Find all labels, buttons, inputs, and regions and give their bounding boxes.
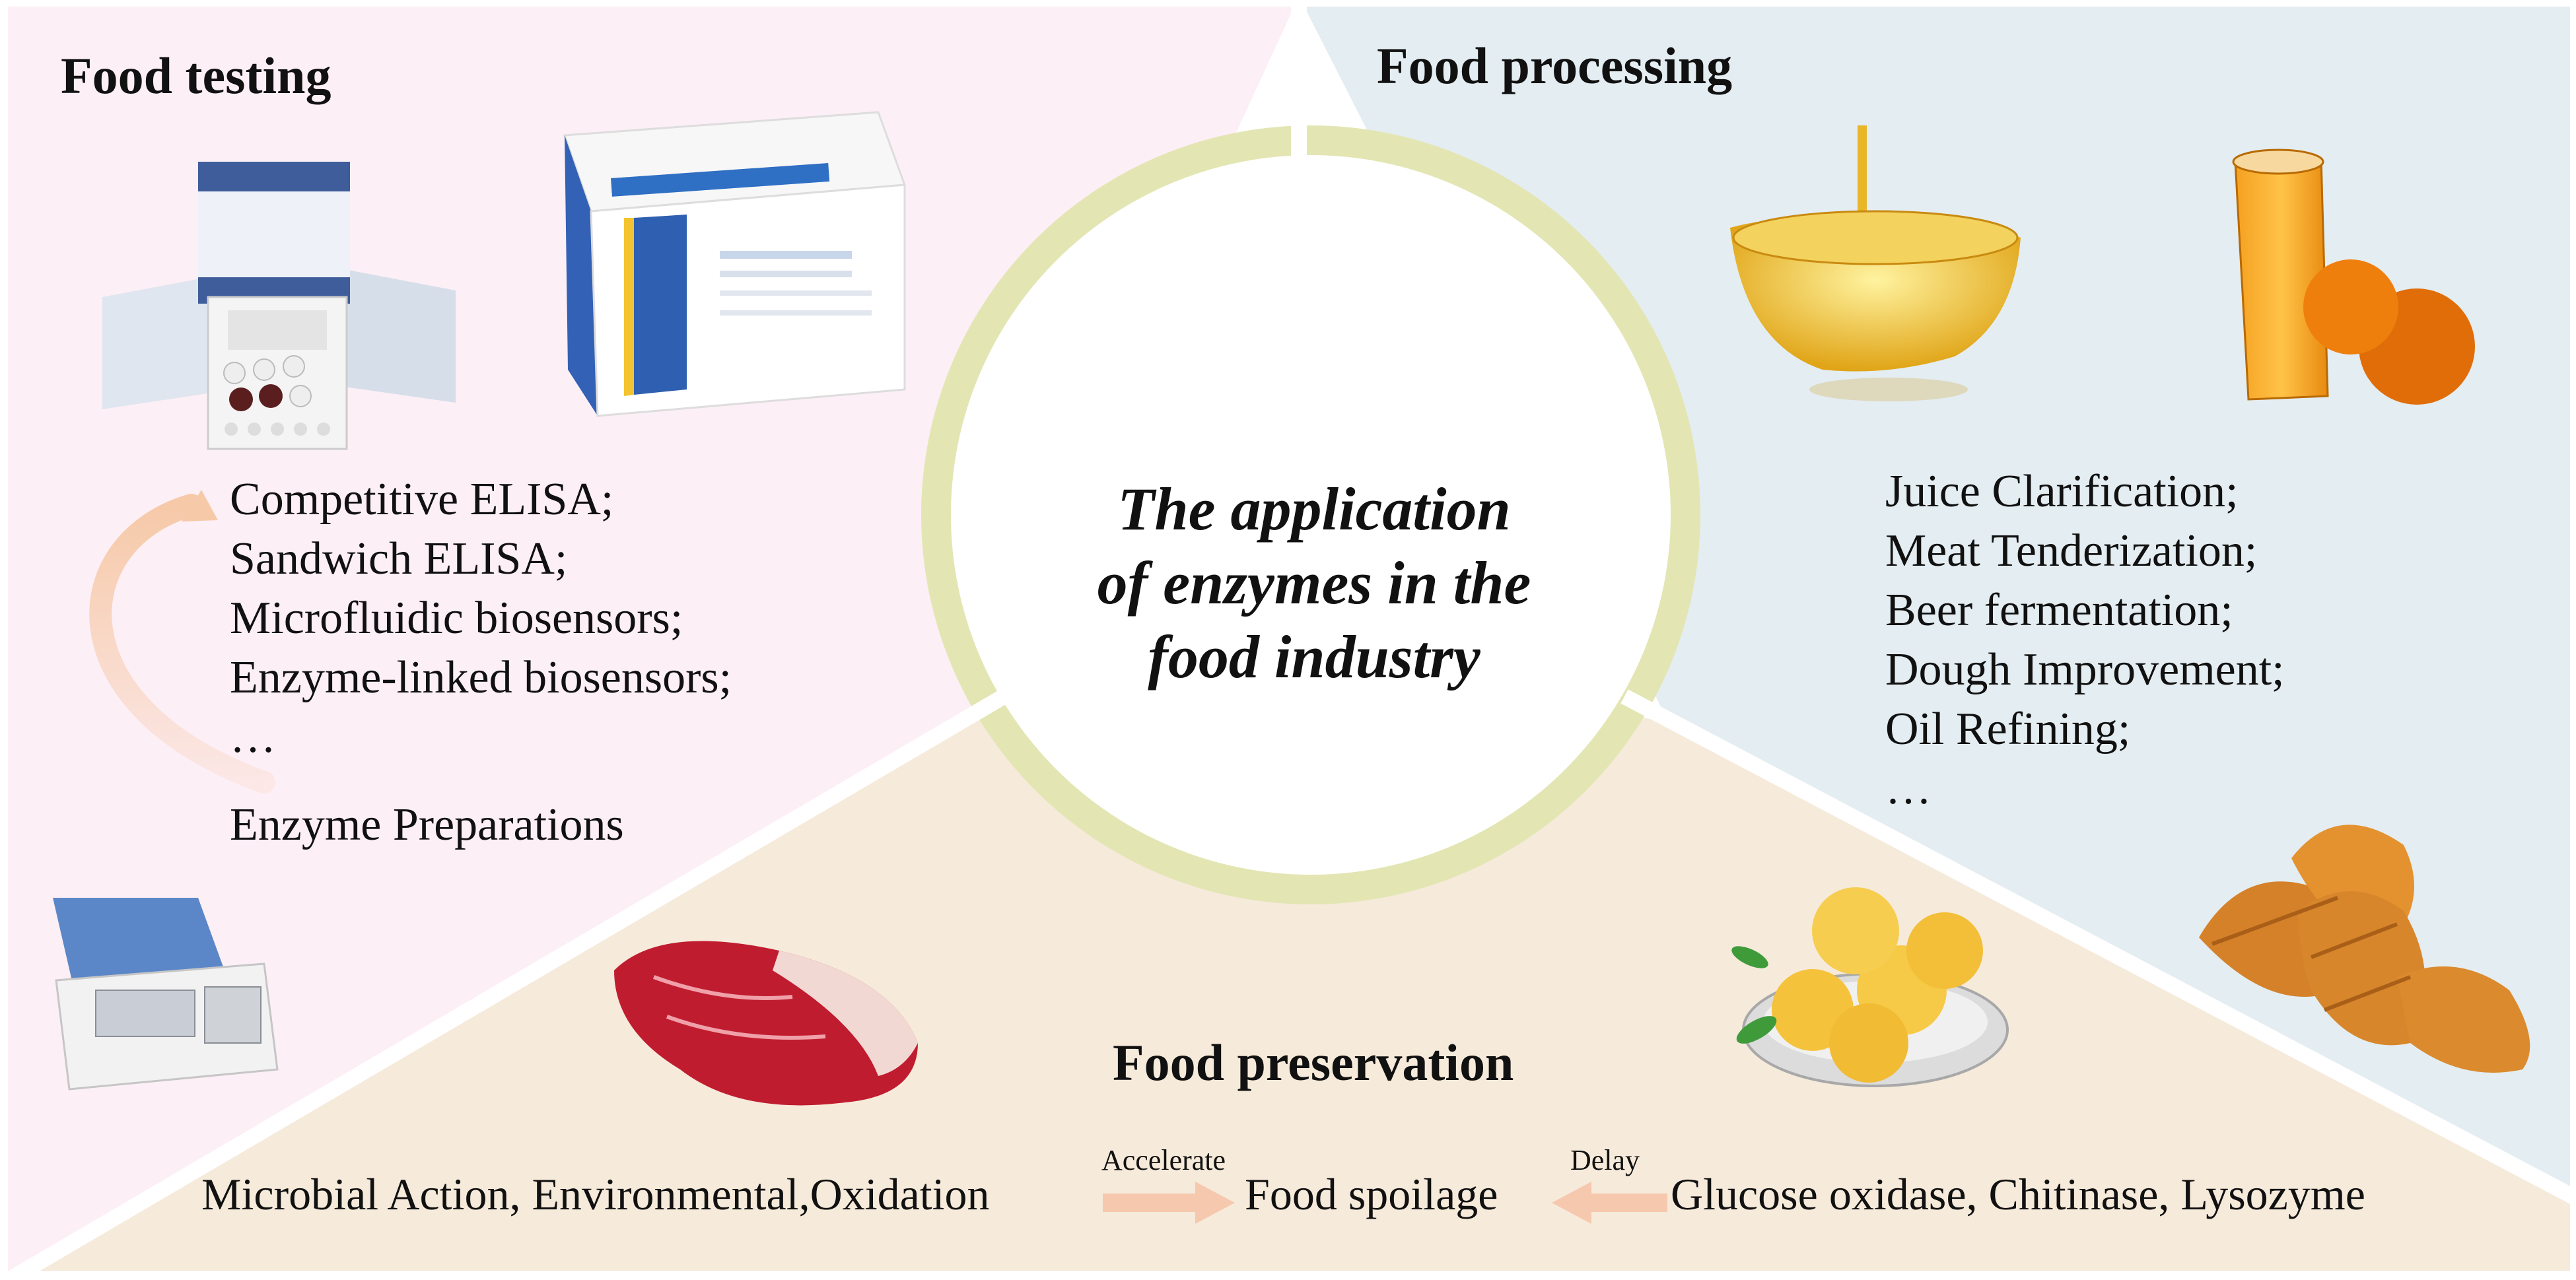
- list-item: Competitive ELISA;: [230, 474, 614, 525]
- center-title-line: of enzymes in the: [1097, 549, 1531, 617]
- raw-steak-image: [614, 941, 918, 1106]
- list-item: Beer fermentation;: [1885, 585, 2233, 636]
- list-item: Dough Improvement;: [1885, 644, 2285, 695]
- food-testing-title: Food testing: [61, 47, 331, 104]
- list-item: Meat Tenderization;: [1885, 525, 2258, 576]
- accelerate-label: Accelerate: [1101, 1144, 1226, 1176]
- peach-plate-image: [1731, 887, 2009, 1087]
- food-processing-title: Food processing: [1377, 37, 1733, 94]
- elisa-kit-image: [102, 162, 456, 450]
- center-title: The application of enzymes in the food i…: [1017, 472, 1611, 694]
- delay-arrow: [1552, 1182, 1667, 1224]
- list-item: Enzyme-linked biosensors;: [230, 652, 732, 703]
- enzyme-preparations-label: Enzyme Preparations: [230, 799, 624, 850]
- oil-bowl-image: [1730, 125, 2021, 401]
- center-circle: [951, 155, 1671, 875]
- separator-left: [9, 689, 1008, 1280]
- separator-right: [1620, 689, 2576, 1205]
- food-preservation-panel: [36, 667, 2570, 1271]
- delay-label: Delay: [1570, 1144, 1640, 1176]
- list-item: …: [230, 712, 276, 762]
- preservation-enzymes-text: Glucose oxidase, Chitinase, Lysozyme: [1671, 1169, 2365, 1219]
- food-preservation-title: Food preservation: [1113, 1034, 1514, 1091]
- food-spoilage-text: Food spoilage: [1245, 1169, 1498, 1219]
- center-title-line: food industry: [1148, 623, 1480, 691]
- list-item: Sandwich ELISA;: [230, 533, 568, 584]
- food-processing-list: Juice Clarification; Meat Tenderization;…: [1885, 462, 2285, 819]
- spoilage-causes-text: Microbial Action, Environmental,Oxidatio…: [201, 1169, 990, 1219]
- curved-arrow: [89, 490, 275, 793]
- list-item: …: [1885, 763, 1932, 814]
- elisa-test-box-image: [563, 111, 907, 417]
- accelerate-arrow: [1103, 1182, 1235, 1224]
- croissants-image: [2199, 825, 2530, 1073]
- list-item: Microfluidic biosensors;: [230, 593, 683, 644]
- list-item: Juice Clarification;: [1885, 466, 2239, 517]
- enzyme-analyzer-image: [53, 898, 279, 1091]
- center-title-line: The application: [1117, 475, 1511, 543]
- orange-juice-image: [2232, 149, 2475, 405]
- food-testing-list: Competitive ELISA; Sandwich ELISA; Micro…: [230, 470, 732, 767]
- list-item: Oil Refining;: [1885, 704, 2131, 755]
